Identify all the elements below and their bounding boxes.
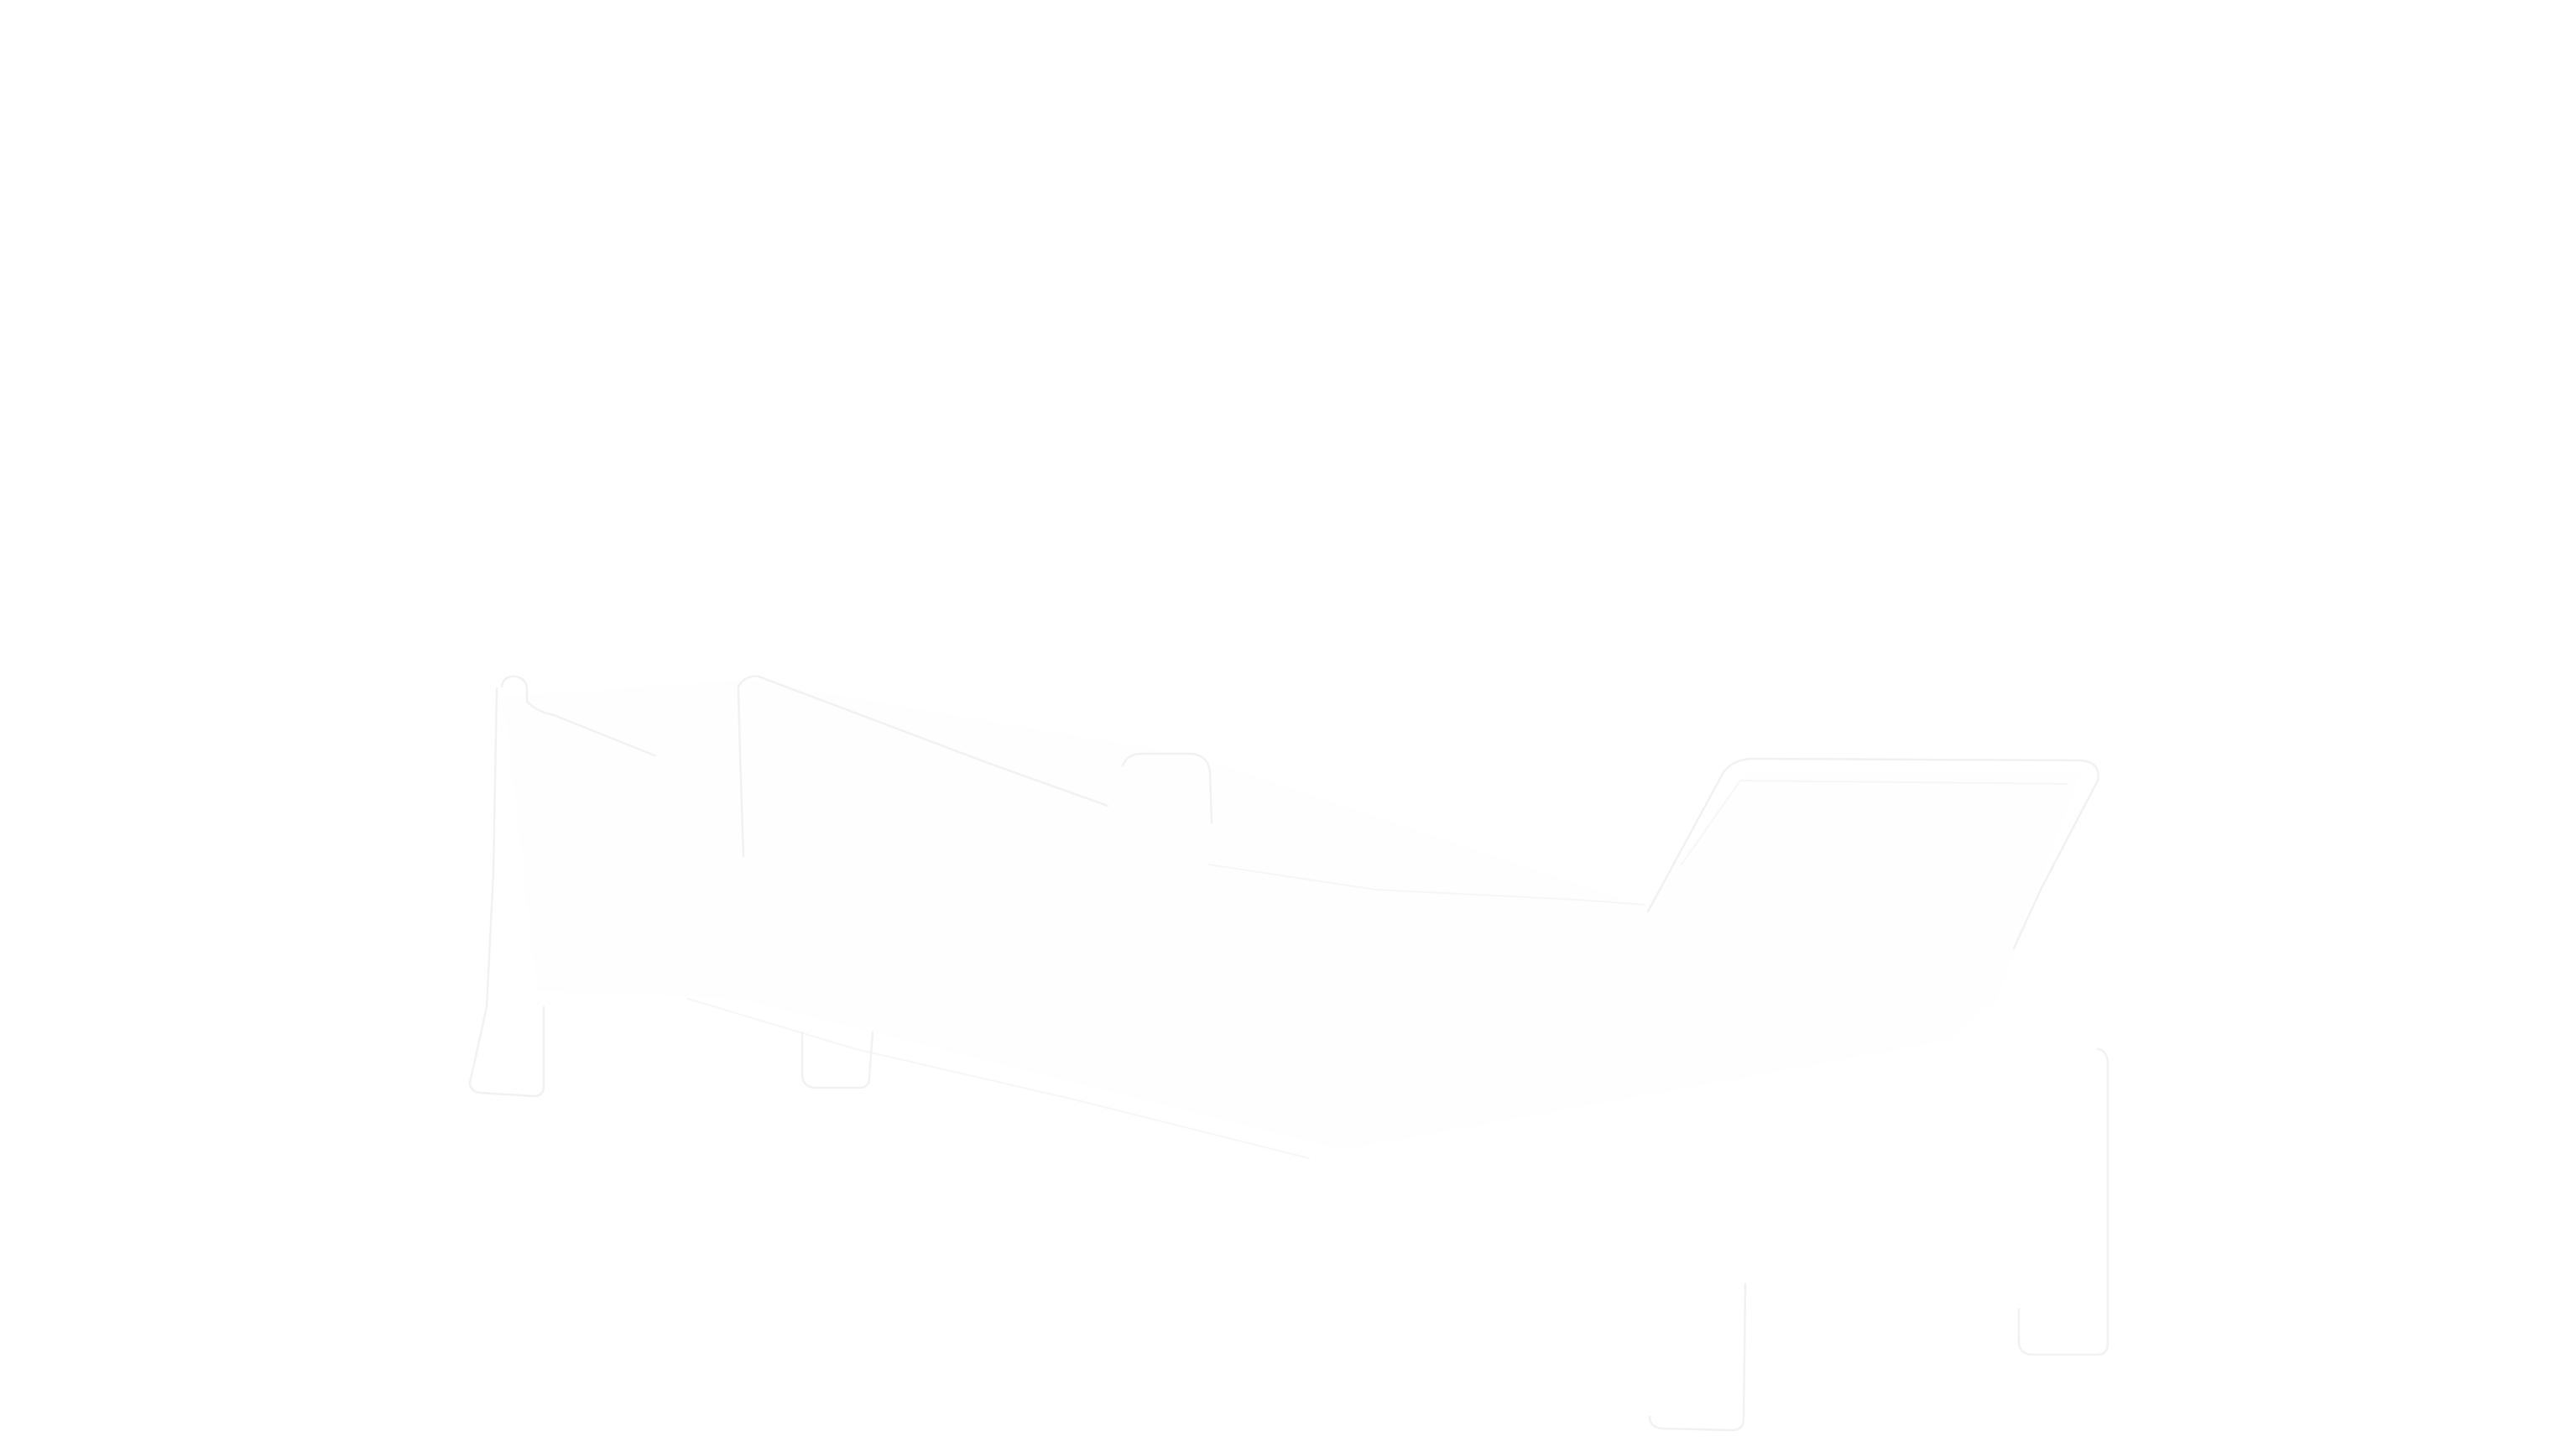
left-back-post — [500, 675, 656, 757]
right-seat-frame — [1646, 757, 2099, 950]
front-left-leg — [800, 1031, 874, 1089]
object-body — [503, 680, 2081, 1150]
right-rear-leg — [2017, 1047, 2109, 1356]
right-front-leg — [1648, 1282, 1747, 1432]
middle-back-post — [737, 675, 1109, 807]
diagonal-rail-bottom — [687, 998, 1310, 1159]
right-seat-inner — [1681, 780, 2068, 865]
middle-back-post-side — [737, 687, 745, 858]
diagonal-rail-top — [1207, 864, 1645, 906]
left-back-post-leg — [468, 687, 545, 1098]
center-block — [1121, 752, 1213, 824]
